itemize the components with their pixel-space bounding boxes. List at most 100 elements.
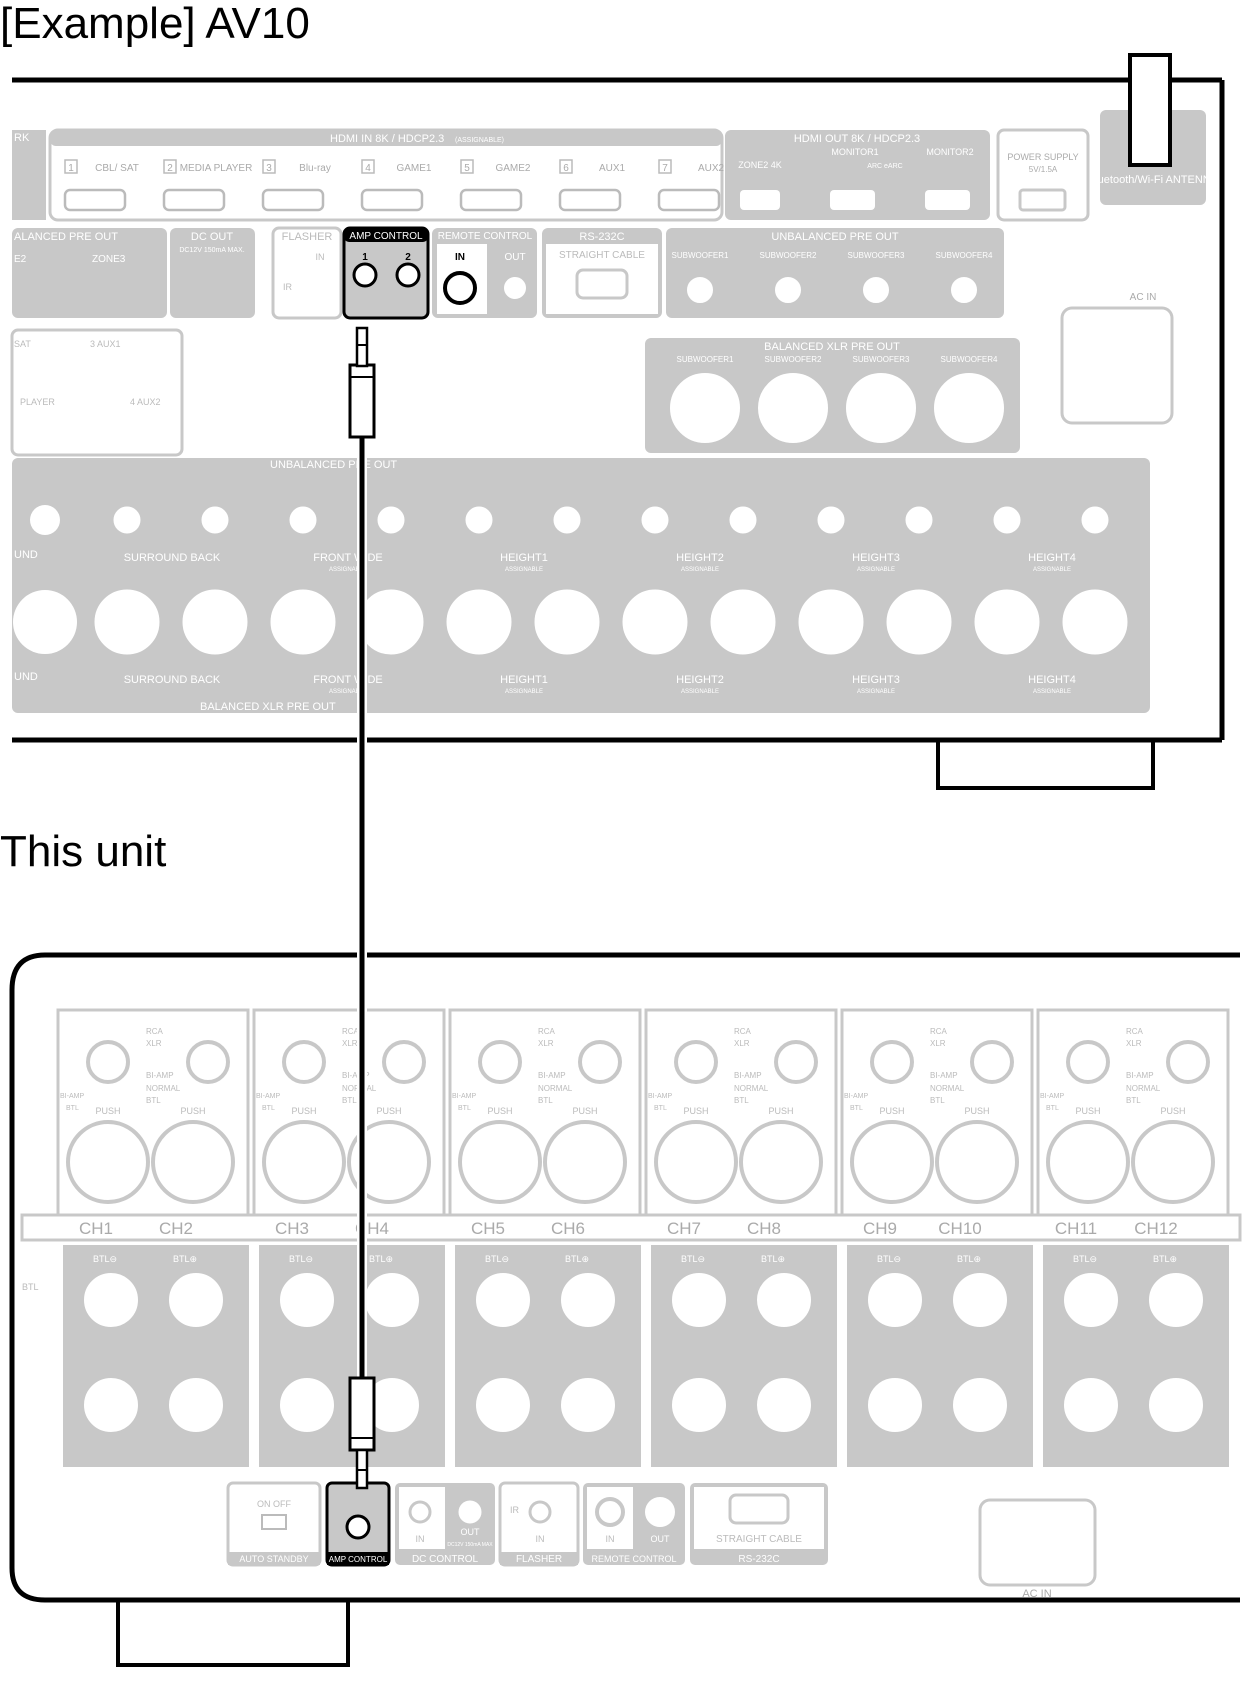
channel-group-label-xlr: FRONT WIDE [313,674,382,686]
btl-plus-label: BTL⊕ [173,1254,197,1264]
remote-in-jack [443,271,477,305]
channel-xlr-input [66,1120,150,1204]
unbalanced-pre-out-sub-title: UNBALANCED PRE OUT [771,231,898,243]
channel-group-label-rca: HEIGHT1 [500,552,548,564]
side-biamp-label: BI-AMP [60,1093,84,1100]
push-label: PUSH [1160,1106,1185,1116]
input-xlr-label: XLR [930,1039,946,1048]
speaker-terminal [1058,1372,1124,1438]
flasher-ir-this-unit: IR [510,1505,520,1515]
auto-standby-switch[interactable] [261,1514,287,1530]
push-label: PUSH [572,1106,597,1116]
flasher-in: IN [316,252,325,262]
side-btl-label: BTL [66,1105,79,1112]
channel-xlr-input [151,1120,235,1204]
remote-in-this-unit: IN [606,1534,615,1544]
channel-group-label-rca: SURROUND BACK [124,552,221,564]
hdmi-out-panel [725,130,990,220]
channel-rca-input [1066,1040,1110,1084]
speaker-terminal [947,1372,1013,1438]
channel-xlr-input [347,1120,431,1204]
input-rca-label: RCA [538,1027,556,1036]
channel-rca-jack [990,503,1024,537]
channel-label: CH11 [1055,1219,1097,1238]
speaker-terminal [555,1267,621,1333]
hdmi-out-monitor1: MONITOR1 [831,147,878,157]
speaker-terminal [1143,1372,1209,1438]
assignable-label: ASSIGNABLE [505,689,543,695]
hdmi-in-number: 1 [68,163,74,174]
amp-control-jack-this-unit[interactable] [345,1514,371,1540]
channel-rca-input [970,1040,1014,1084]
channel-label: CH1 [79,1219,113,1238]
sub-rca-label: SUBWOOFER4 [936,251,993,260]
auto-standby-on-off: ON OFF [257,1499,291,1509]
channel-label: CH8 [747,1219,781,1238]
unbalanced-pre-out-zone-title: ALANCED PRE OUT [14,231,118,243]
dc-control-in: IN [416,1534,425,1544]
channel-rca-jack [198,503,232,537]
hdmi-in-port [162,188,226,212]
speaker-terminal [163,1372,229,1438]
amp-control-jack-1[interactable] [352,262,378,288]
channel-group-label-xlr: SURROUND BACK [124,674,221,686]
btl-plus-label: BTL⊕ [1153,1254,1177,1264]
hdmi-in-label: GAME1 [396,163,431,174]
input-rca-label: RCA [342,1027,360,1036]
channel-xlr-jack [883,586,955,658]
channel-label: CH12 [1134,1219,1177,1238]
hdmi-in-number: 2 [167,163,173,174]
power-supply-rating: 5V/1.5A [1029,165,1058,174]
speaker-terminal [359,1267,425,1333]
sub-xlr-label: SUBWOOFER3 [853,355,910,364]
mode-normal-label: NORMAL [734,1084,769,1093]
channel-rca-input [478,1040,522,1084]
channel-rca-jack [374,503,408,537]
speaker-terminal [78,1372,144,1438]
side-biamp-label: BI-AMP [648,1093,672,1100]
sub-rca-jack [771,273,805,307]
channel-rca-jack [814,503,848,537]
amp-control-ch2-label: 2 [405,252,411,263]
this-unit-rear-panel: RCA XLR BI-AMP NORMAL BTL BI-AMP BTL PUSH PUSH RC… [9,952,1242,1667]
btl-plus-label: BTL⊕ [957,1254,981,1264]
dc-control-out: OUT [461,1527,481,1537]
channel-xlr-jack [531,586,603,658]
assignable-label: ASSIGNABLE [857,567,895,573]
remote-control-title: REMOTE CONTROL [438,231,533,242]
input-xlr-label: XLR [734,1039,750,1048]
speaker-terminal [751,1267,817,1333]
dc-control-label: DC CONTROL [412,1554,479,1565]
sub-xlr-label: SUBWOOFER4 [941,355,998,364]
mode-biamp-label: BI-AMP [342,1071,370,1080]
channel-rca-jack [726,503,760,537]
sub-xlr-jack [930,369,1008,447]
speaker-terminal [470,1372,536,1438]
channel-rca-jack [286,503,320,537]
analog-aux2: 4 AUX2 [130,397,161,407]
hdmi-in-number-box [460,159,474,174]
input-xlr-label: XLR [1126,1039,1142,1048]
speaker-terminal [470,1267,536,1333]
zone2-label: E2 [14,254,27,265]
balanced-xlr-sub-title: BALANCED XLR PRE OUT [764,341,900,353]
input-rca-label: RCA [930,1027,948,1036]
btl-plus-label: BTL⊕ [761,1254,785,1264]
speaker-terminal [163,1267,229,1333]
channel-label: CH10 [938,1219,981,1238]
channel-label: CH6 [551,1219,585,1238]
av10-ac-in-label: AC IN [1130,292,1157,303]
amp-control-jack-2[interactable] [395,262,421,288]
channel-group-label-xlr: HEIGHT4 [1028,674,1076,686]
assignable-label: ASSIGNABLE [857,689,895,695]
av10-foot [936,738,1155,790]
cable-plug-top [348,326,376,439]
assignable-label: ASSIGNABLE [681,567,719,573]
channel-xlr-jack [1059,586,1131,658]
ac-in-label-this-unit: AC IN [1022,1588,1051,1600]
hdmi-in-port [558,188,622,212]
rs232c-note-this-unit: STRAIGHT CABLE [716,1534,802,1545]
channel-xlr-input [1046,1120,1130,1204]
mode-btl-label: BTL [930,1096,945,1105]
channel-rca-input [774,1040,818,1084]
